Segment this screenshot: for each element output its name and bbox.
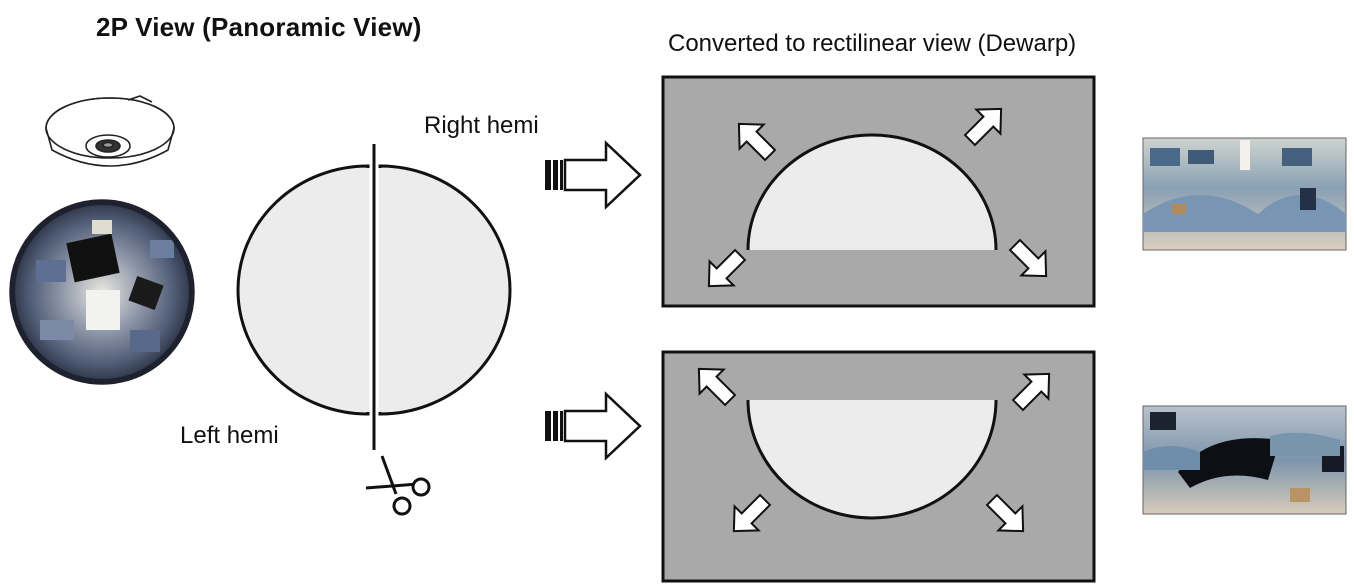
dewarped-image-top	[1142, 137, 1347, 251]
left-hemi-label: Left hemi	[180, 422, 279, 449]
dewarp-caption: Converted to rectilinear view (Dewarp)	[668, 30, 1077, 57]
diagonal-arrow-icon	[707, 107, 1048, 288]
fisheye-camera-icon	[45, 95, 175, 167]
right-hemisphere	[378, 164, 512, 416]
diagonal-arrow-icon	[697, 367, 1051, 533]
diagram-title: 2P View (Panoramic View)	[96, 12, 422, 42]
right-arrow-icon	[545, 391, 642, 461]
fisheye-image	[9, 199, 195, 385]
right-arrow-icon	[545, 140, 642, 210]
dewarp-panel-bottom	[661, 350, 1096, 583]
left-hemisphere	[236, 164, 370, 416]
split-fisheye-circle	[236, 144, 512, 450]
right-hemi-label: Right hemi	[424, 112, 539, 139]
dewarped-image-bottom	[1142, 405, 1347, 515]
dewarp-panel-top	[661, 75, 1096, 308]
scissors-icon	[365, 455, 431, 516]
